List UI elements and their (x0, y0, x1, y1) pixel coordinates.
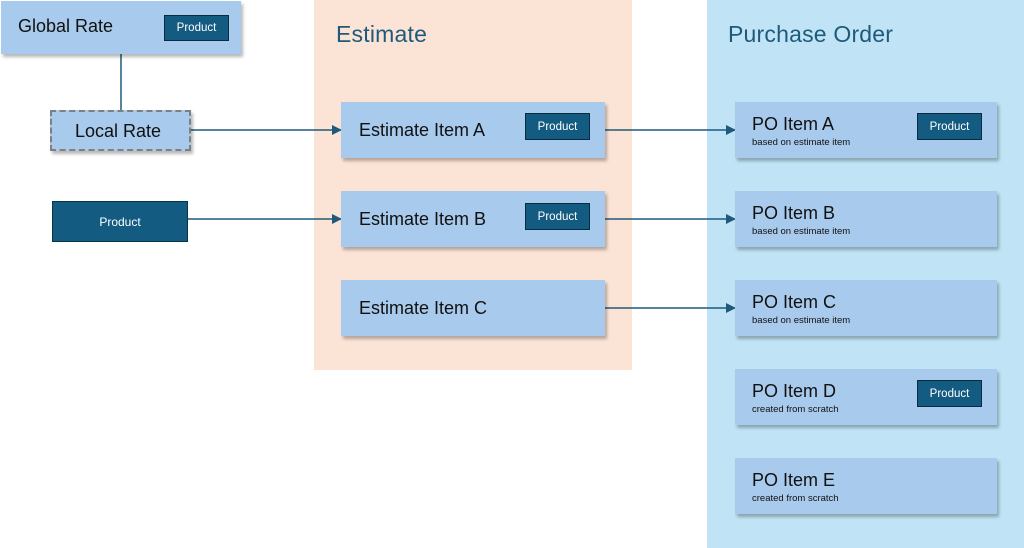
estimate-item-b: Estimate Item B Product (341, 191, 605, 247)
po-item-c-label: PO Item C (752, 292, 837, 312)
global-rate-box: Global Rate Product (1, 1, 241, 54)
po-item-a-product-chip: Product (917, 113, 982, 140)
po-item-b-label: PO Item B (752, 203, 836, 223)
estimate-item-b-product-chip: Product (525, 203, 590, 230)
po-item-a-label: PO Item A (752, 114, 835, 134)
estimate-item-c: Estimate Item C (341, 280, 605, 336)
estimate-item-a: Estimate Item A Product (341, 102, 605, 158)
po-item-d-product-chip: Product (917, 380, 982, 407)
purchase-order-panel: Purchase Order (707, 0, 1024, 548)
local-rate-box: Local Rate (50, 110, 191, 151)
estimate-item-c-label: Estimate Item C (359, 298, 488, 318)
estimate-item-a-label: Estimate Item A (359, 120, 486, 140)
po-item-e: PO Item E created from scratch (735, 458, 997, 514)
po-item-b: PO Item B based on estimate item (735, 191, 997, 247)
global-rate-product-chip: Product (164, 15, 229, 41)
po-item-d-note: created from scratch (752, 404, 839, 415)
estimate-item-b-label: Estimate Item B (359, 209, 487, 229)
estimate-item-a-product-chip: Product (525, 113, 590, 140)
po-item-d-label: PO Item D (752, 381, 837, 401)
purchase-order-title: Purchase Order (728, 21, 894, 47)
po-item-a: PO Item A based on estimate item Product (735, 102, 997, 158)
global-rate-label: Global Rate (18, 16, 114, 36)
po-item-e-note: created from scratch (752, 493, 839, 504)
po-item-a-note: based on estimate item (752, 137, 851, 148)
standalone-product-chip: Product (52, 201, 188, 242)
estimate-title: Estimate (336, 21, 428, 47)
po-item-c-note: based on estimate item (752, 315, 851, 326)
local-rate-label: Local Rate (75, 121, 162, 141)
po-item-e-label: PO Item E (752, 470, 836, 490)
po-item-d: PO Item D created from scratch Product (735, 369, 997, 425)
po-item-c: PO Item C based on estimate item (735, 280, 997, 336)
po-item-b-note: based on estimate item (752, 226, 851, 237)
